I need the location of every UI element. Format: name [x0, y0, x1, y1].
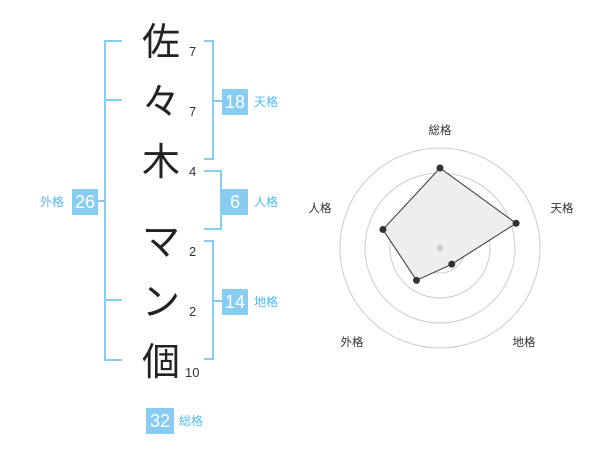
stroke-count-4: 2 [189, 244, 197, 259]
name-char-6: 個 [141, 340, 180, 384]
radar-center-dot [437, 245, 443, 251]
radar-axis-label-jinkaku: 人格 [309, 201, 332, 215]
radar-point-4 [379, 225, 387, 233]
radar-chart: 総格 天格 地格 外格 人格 [309, 123, 574, 349]
tenkaku-value: 18 [222, 89, 248, 115]
radar-polygon [382, 167, 517, 282]
radar-axis-label-gaikaku: 外格 [341, 335, 364, 349]
name-char-5: ン [141, 280, 180, 324]
radar-ring-4 [339, 147, 541, 349]
soukaku-label: 総格 [179, 414, 204, 428]
name-char-3: 木 [141, 140, 180, 184]
radar-point-2 [448, 260, 456, 268]
radar-points [379, 164, 520, 284]
radar-point-1 [512, 219, 520, 227]
soukaku-value: 32 [146, 408, 174, 434]
chikaku-label: 地格 [254, 295, 279, 309]
gaikaku-value: 26 [72, 189, 98, 215]
radar-point-0 [436, 164, 444, 172]
radar-point-3 [412, 276, 420, 284]
name-char-2: 々 [141, 80, 180, 124]
radar-axis-label-chikaku: 地格 [513, 335, 536, 349]
tenkaku-label: 天格 [254, 95, 279, 109]
stroke-count-1: 7 [189, 44, 197, 59]
radar-axis-label-tenkaku: 天格 [551, 201, 574, 215]
name-char-4: マ [141, 220, 180, 264]
stroke-count-3: 4 [189, 164, 197, 179]
stroke-count-6: 10 [185, 365, 200, 380]
name-char-1: 佐 [141, 20, 180, 64]
stroke-count-5: 2 [189, 304, 197, 319]
chikaku-value: 14 [222, 289, 248, 315]
gaikaku-label: 外格 [40, 195, 65, 209]
stroke-count-2: 7 [189, 104, 197, 119]
radar-axis-label-soukaku: 総格 [429, 123, 452, 137]
jinkaku-label: 人格 [254, 195, 279, 209]
jinkaku-value: 6 [222, 189, 248, 215]
